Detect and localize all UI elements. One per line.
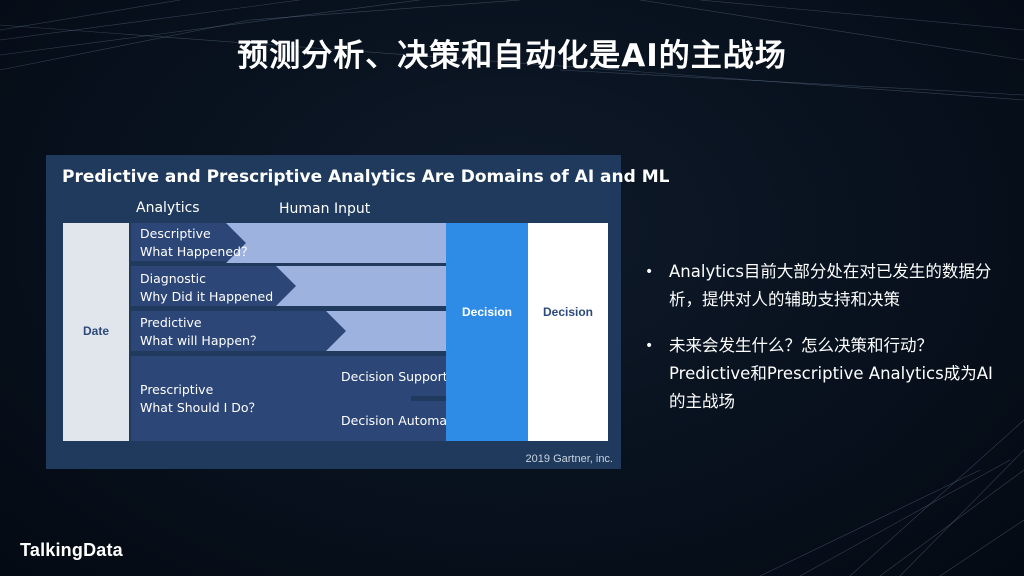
decision-white-box: Decision <box>528 223 608 441</box>
bullet-list: • Analytics目前大部分处在对已发生的数据分析，提供对人的辅助支持和决策… <box>645 258 1005 434</box>
row-descriptive-title: Descriptive <box>140 226 211 241</box>
bullet-item: • Analytics目前大部分处在对已发生的数据分析，提供对人的辅助支持和决策 <box>645 258 1005 314</box>
bullet-dot-icon: • <box>645 338 654 354</box>
bullet-text: 未来会发生什么？怎么决策和行动？Predictive和Prescriptive … <box>669 336 993 411</box>
date-box: Date <box>63 223 129 441</box>
row-predictive-title: Predictive <box>140 315 202 330</box>
diagnostic-arrow <box>276 266 466 306</box>
row-diagnostic-text: Diagnostic Why Did it Happened <box>140 270 273 306</box>
talkingdata-logo: TalkingData <box>20 540 123 560</box>
diagram-heading: Predictive and Prescriptive Analytics Ar… <box>62 167 670 187</box>
column-label-analytics: Analytics <box>136 200 200 216</box>
analytics-diagram-panel: Predictive and Prescriptive Analytics Ar… <box>46 155 669 469</box>
row-prescriptive-text: Prescriptive What Should I Do？ <box>140 381 261 417</box>
row-descriptive-text: Descriptive What Happened？ <box>140 225 253 261</box>
decision-support-label: Decision Support <box>341 369 448 384</box>
decision-support-arrow <box>326 356 466 396</box>
row-diagnostic-title: Diagnostic <box>140 271 207 286</box>
column-label-human-input: Human Input <box>279 201 371 217</box>
row-descriptive-question: What Happened？ <box>140 244 254 259</box>
row-prescriptive-title: Prescriptive <box>140 382 214 397</box>
row-prescriptive-question: What Should I Do？ <box>140 400 262 415</box>
row-predictive-text: Predictive What will Happen？ <box>140 314 262 350</box>
row-diagnostic-question: Why Did it Happened <box>140 289 274 304</box>
source-credit: 2019 Gartner, inc. <box>525 453 613 465</box>
decision-automation-label: Decision Automation <box>341 413 471 428</box>
bullet-item: • 未来会发生什么？怎么决策和行动？Predictive和Prescriptiv… <box>645 332 1005 416</box>
slide-title: 预测分析、决策和自动化是AI的主战场 <box>237 38 787 74</box>
bullet-dot-icon: • <box>645 264 654 280</box>
row-predictive-question: What will Happen？ <box>140 333 263 348</box>
decision-blue-label: Decision <box>461 305 512 319</box>
date-label: Date <box>82 324 109 338</box>
bullet-text: Analytics目前大部分处在对已发生的数据分析，提供对人的辅助支持和决策 <box>669 262 992 309</box>
predictive-arrow <box>326 311 466 351</box>
decision-white-label: Decision <box>542 305 593 319</box>
descriptive-arrow <box>226 223 466 263</box>
decision-blue-box: Decision <box>446 223 528 441</box>
